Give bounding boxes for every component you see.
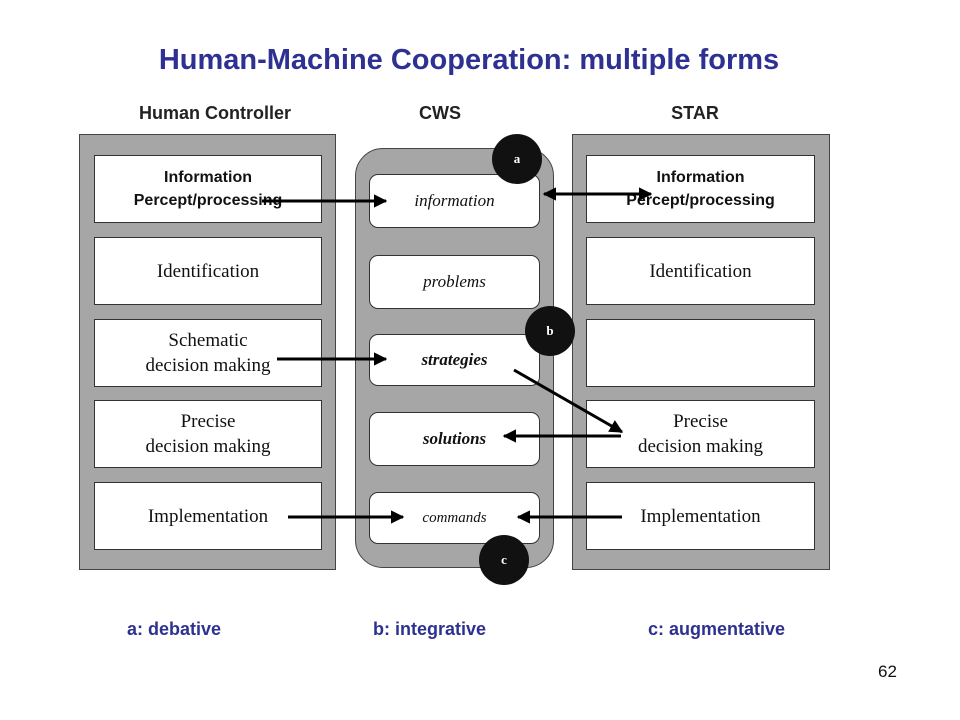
human-box-schematic-decision-label: Schematic decision making bbox=[145, 330, 271, 376]
cws-box-strategies: strategies bbox=[369, 334, 540, 386]
column-header-star: STAR bbox=[671, 103, 719, 123]
star-box-precise-decision-label: Precise decision making bbox=[637, 411, 764, 457]
human-box-information-label: Information Percept/processing bbox=[133, 169, 283, 209]
marker-c: c bbox=[479, 535, 529, 585]
legend-augmentative: c: augmentative bbox=[648, 619, 786, 639]
arrow-strategies-to-star-precise bbox=[513, 368, 624, 434]
star-box-identification: Identification bbox=[586, 237, 815, 305]
column-header-cws: CWS bbox=[419, 103, 461, 123]
human-box-identification-label: Identification bbox=[156, 260, 260, 282]
cws-box-problems: problems bbox=[369, 255, 540, 309]
star-box-precise-decision: Precise decision making bbox=[586, 400, 815, 468]
marker-a: a bbox=[492, 134, 542, 184]
star-box-empty bbox=[586, 319, 815, 387]
star-box-identification-label: Identification bbox=[649, 260, 752, 282]
legend-integrative: b: integrative bbox=[373, 619, 487, 639]
human-box-information: Information Percept/processing bbox=[94, 155, 322, 223]
star-box-implementation: Implementation bbox=[586, 482, 815, 550]
marker-b: b bbox=[525, 306, 575, 356]
human-box-implementation: Implementation bbox=[94, 482, 322, 550]
slide-title: Human-Machine Cooperation: multiple form… bbox=[158, 44, 780, 76]
human-box-schematic-decision: Schematic decision making bbox=[94, 319, 322, 387]
human-box-precise-decision-label: Precise decision making bbox=[145, 411, 271, 457]
star-box-implementation-label: Implementation bbox=[640, 505, 761, 527]
human-box-precise-decision: Precise decision making bbox=[94, 400, 322, 468]
star-box-information-label: Information Percept/processing bbox=[626, 169, 775, 209]
human-box-identification: Identification bbox=[94, 237, 322, 305]
human-box-implementation-label: Implementation bbox=[147, 505, 269, 527]
column-header-human-controller: Human Controller bbox=[138, 103, 291, 123]
page-number: 62 bbox=[878, 662, 897, 681]
legend-debative: a: debative bbox=[127, 619, 222, 639]
